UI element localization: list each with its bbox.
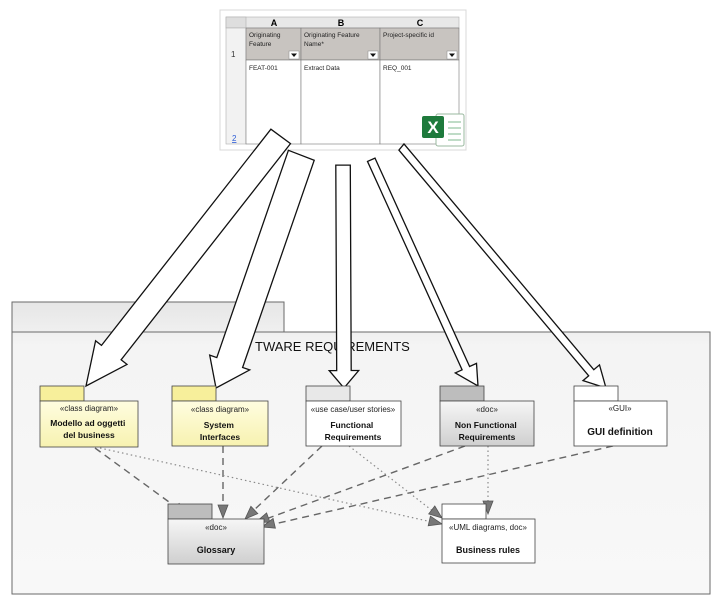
column-header-a: A [271, 18, 278, 28]
traceability-arrows [85, 128, 607, 390]
artifact-functional-requirements: «use case/user stories» Functional Requi… [305, 385, 402, 447]
arrow-to-functional [327, 164, 361, 390]
non-functional-name: Non Functional Requirements [455, 420, 519, 442]
modello-stereotype: «class diagram» [60, 404, 119, 413]
artifact-gui-definition: «GUI» GUI definition [573, 385, 668, 447]
arrowhead-modello-business-rules [427, 515, 444, 527]
artifact-system-interfaces: «class diagram» System Interfaces [171, 385, 269, 447]
row-number-1: 1 [231, 50, 236, 59]
artifact-glossary: «doc» Glossary [167, 503, 265, 565]
package-title: TWARE REQUIREMENTS [255, 339, 410, 354]
filter-dropdown-c[interactable] [446, 50, 458, 60]
arrow-to-gui [398, 142, 607, 389]
business-rules-stereotype: «UML diagrams, doc» [449, 523, 528, 532]
arrow-to-modello [85, 128, 292, 388]
filter-dropdown-a[interactable] [288, 50, 300, 60]
column-header-c: C [417, 18, 424, 28]
arrow-to-system-interfaces [208, 149, 316, 389]
dep-gui-glossary [269, 445, 614, 526]
system-interfaces-stereotype: «class diagram» [191, 405, 250, 414]
glossary-stereotype: «doc» [205, 523, 227, 532]
artifact-business-rules: «UML diagrams, doc» Business rules [441, 503, 536, 564]
dep-functional-glossary [251, 445, 323, 513]
dep-modello-glossary [94, 447, 181, 511]
arrow-to-non-functional [366, 157, 479, 388]
system-interfaces-name: System Interfaces [200, 420, 240, 442]
arrowhead-gui-glossary [260, 517, 276, 529]
artifact-modello: «class diagram» Modello ad oggetti del b… [39, 385, 139, 448]
header-cell-c [379, 27, 460, 61]
arrowhead-functional-business-rules [428, 505, 443, 519]
header-cell-b-text: Originating Feature Name* [304, 32, 361, 48]
glossary-name: Glossary [197, 545, 236, 555]
row-number-2: 2 [232, 134, 237, 143]
data-cell-c: REQ_001 [383, 65, 412, 72]
spreadsheet-table: A B C 1 2 Originating Feature Originatin… [219, 9, 467, 151]
modello-name: Modello ad oggetti del business [50, 418, 127, 440]
header-cell-c-text: Project-specific id [383, 32, 434, 39]
filter-dropdown-b[interactable] [367, 50, 379, 60]
arrowhead-system-interfaces-glossary [217, 504, 229, 520]
artifact-non-functional-requirements: «doc» Non Functional Requirements [439, 385, 535, 447]
business-rules-name: Business rules [456, 545, 520, 555]
header-cell-b [300, 27, 381, 61]
dotted-dependencies [99, 445, 489, 523]
non-functional-stereotype: «doc» [476, 405, 498, 414]
arrowhead-functional-glossary [244, 505, 259, 520]
functional-name: Functional Requirements [325, 420, 382, 442]
header-cell-a-text: Originating Feature [249, 32, 282, 48]
excel-icon-letter: X [427, 118, 439, 137]
gui-name: GUI definition [587, 427, 653, 438]
dashed-dependencies [94, 445, 614, 526]
column-header-b: B [338, 18, 345, 28]
data-cell-b: Extract Data [304, 65, 340, 72]
functional-stereotype: «use case/user stories» [311, 405, 396, 414]
data-cell-a: FEAT-001 [249, 65, 278, 72]
gui-stereotype: «GUI» [608, 404, 632, 413]
excel-icon: X [422, 113, 465, 147]
